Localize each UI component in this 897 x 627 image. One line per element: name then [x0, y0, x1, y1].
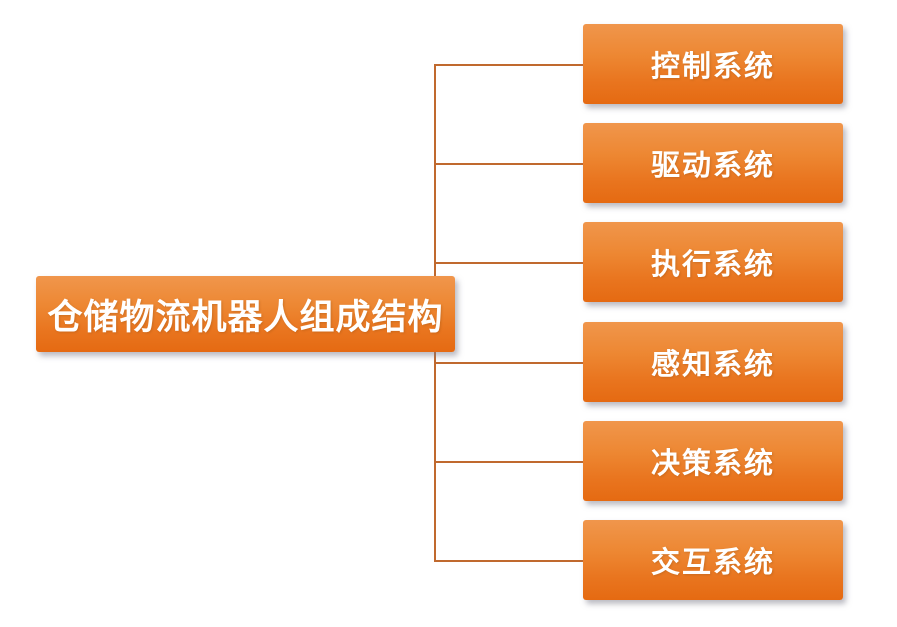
node-execution-system-label: 执行系统 — [650, 249, 775, 281]
node-interaction-system-label: 交互系统 — [650, 547, 775, 579]
node-interaction-system: 交互系统 — [583, 520, 843, 600]
node-perception-system-label: 感知系统 — [650, 349, 775, 381]
connector-branch-perception-system — [434, 362, 583, 364]
node-perception-system: 感知系统 — [583, 322, 843, 402]
connector-branch-drive-system — [434, 163, 583, 165]
node-drive-system: 驱动系统 — [583, 123, 843, 203]
connector-branch-execution-system — [434, 262, 583, 264]
node-control-system-label: 控制系统 — [650, 51, 775, 83]
node-decision-system: 决策系统 — [583, 421, 843, 501]
node-decision-system-label: 决策系统 — [650, 448, 775, 480]
connector-branch-interaction-system — [434, 560, 583, 562]
connector-branch-control-system — [434, 64, 583, 66]
node-drive-system-label: 驱动系统 — [650, 150, 775, 182]
node-execution-system: 执行系统 — [583, 222, 843, 302]
root-node-label: 仓储物流机器人组成结构 — [47, 297, 444, 337]
node-control-system: 控制系统 — [583, 24, 843, 104]
connector-branch-decision-system — [434, 461, 583, 463]
root-node: 仓储物流机器人组成结构 — [36, 276, 455, 352]
